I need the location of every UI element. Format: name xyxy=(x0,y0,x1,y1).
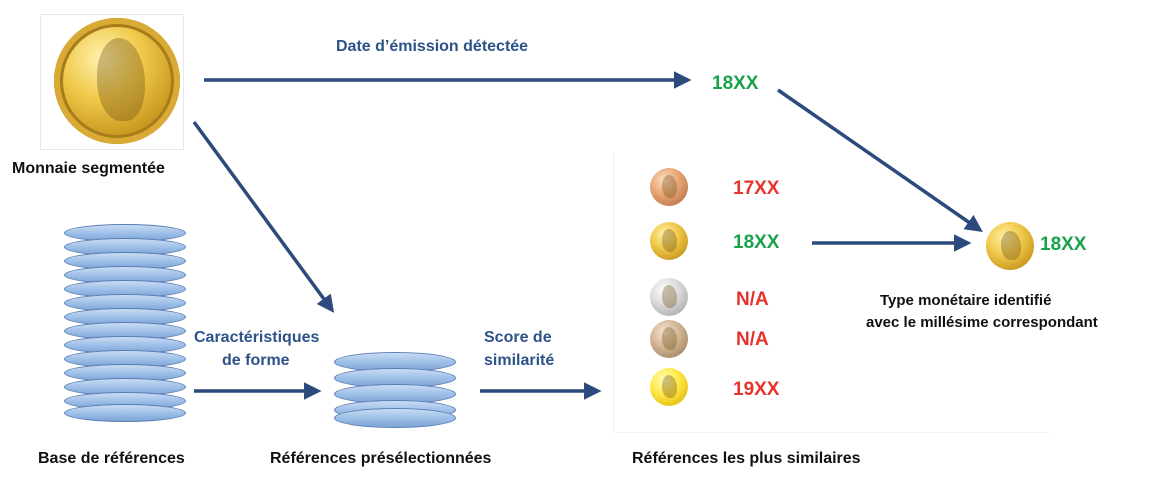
candidate-year-5: 19XX xyxy=(733,379,780,400)
gold-coin-icon xyxy=(650,222,688,260)
arrow-date-to-result xyxy=(777,88,983,232)
coin-portrait xyxy=(662,326,678,351)
candidate-year-3: N/A xyxy=(736,289,769,310)
segmented-coin-label: Monnaie segmentée xyxy=(12,160,165,177)
coin-portrait xyxy=(662,374,678,399)
date-detected-label: Date d’émission détectée xyxy=(336,38,529,55)
shape-features-label-2: de forme xyxy=(222,352,290,369)
bronze-coin-icon xyxy=(650,168,688,206)
coin-portrait xyxy=(96,38,145,122)
preselected-database-icon xyxy=(334,352,456,428)
result-label: Type monétaire identifié xyxy=(880,292,1052,309)
preselected-label: Références présélectionnées xyxy=(270,450,492,467)
candidate-year-1: 17XX xyxy=(733,178,780,199)
reference-base-label: Base de références xyxy=(38,450,185,467)
silver-coin-icon xyxy=(650,278,688,316)
candidate-year-4: N/A xyxy=(736,329,769,350)
arrow-coin-to-preselected xyxy=(192,120,335,313)
similarity-score-label: Score de xyxy=(484,329,552,346)
result-year: 18XX xyxy=(1040,234,1087,255)
coin-portrait xyxy=(662,228,678,253)
segmented-coin-frame xyxy=(40,14,184,150)
candidate-year-2: 18XX xyxy=(733,232,780,253)
coin-portrait xyxy=(1001,230,1021,261)
segmented-coin-icon xyxy=(54,18,180,144)
detected-year: 18XX xyxy=(712,73,759,94)
bright-gold-coin-icon xyxy=(650,368,688,406)
similarity-score-label-2: similarité xyxy=(484,352,555,369)
reference-database-icon xyxy=(64,224,186,422)
coin-portrait xyxy=(662,174,678,199)
tan-coin-icon xyxy=(650,320,688,358)
most-similar-label: Références les plus similaires xyxy=(632,450,861,467)
coin-portrait xyxy=(662,284,678,309)
result-label-2: avec le millésime correspondant xyxy=(866,314,1098,331)
identified-coin-icon xyxy=(986,222,1034,270)
shape-features-label: Caractéristiques xyxy=(194,329,320,346)
